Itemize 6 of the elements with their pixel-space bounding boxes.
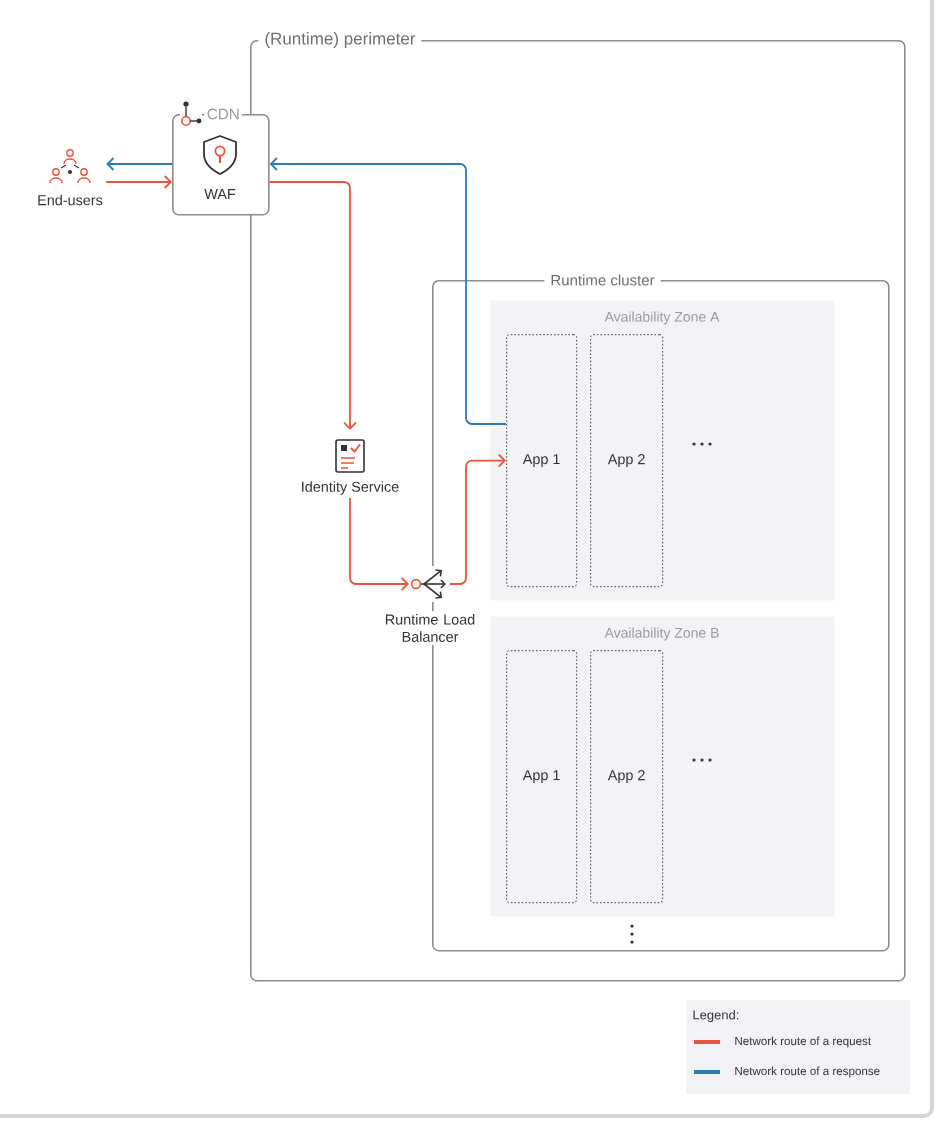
arrow — [349, 497, 409, 591]
arrow — [449, 453, 506, 585]
arrow — [269, 157, 507, 425]
arrow — [268, 181, 357, 430]
arrow — [106, 157, 173, 171]
arrow — [105, 175, 172, 189]
